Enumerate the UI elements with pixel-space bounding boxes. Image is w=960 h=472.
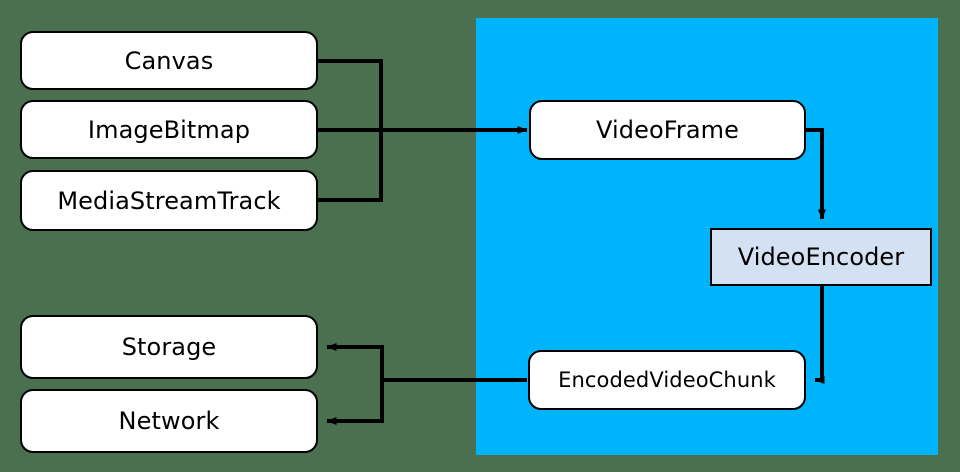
- node-encodedvideochunk-label: EncodedVideoChunk: [558, 367, 776, 392]
- node-storage[interactable]: Storage: [20, 315, 318, 379]
- node-videoencoder-label: VideoEncoder: [737, 243, 905, 271]
- node-videoencoder[interactable]: VideoEncoder: [710, 228, 932, 286]
- node-imagebitmap[interactable]: ImageBitmap: [20, 100, 318, 159]
- node-canvas-label: Canvas: [124, 46, 214, 75]
- node-network-label: Network: [118, 407, 220, 435]
- node-encodedvideochunk[interactable]: EncodedVideoChunk: [528, 350, 806, 410]
- node-mediastreamtrack-label: MediaStreamTrack: [57, 186, 281, 215]
- node-canvas[interactable]: Canvas: [20, 31, 318, 90]
- node-storage-label: Storage: [121, 333, 217, 361]
- node-videoframe-label: VideoFrame: [595, 116, 740, 144]
- node-network[interactable]: Network: [20, 389, 318, 453]
- node-mediastreamtrack[interactable]: MediaStreamTrack: [20, 170, 318, 231]
- node-imagebitmap-label: ImageBitmap: [87, 115, 251, 144]
- node-videoframe[interactable]: VideoFrame: [529, 100, 806, 160]
